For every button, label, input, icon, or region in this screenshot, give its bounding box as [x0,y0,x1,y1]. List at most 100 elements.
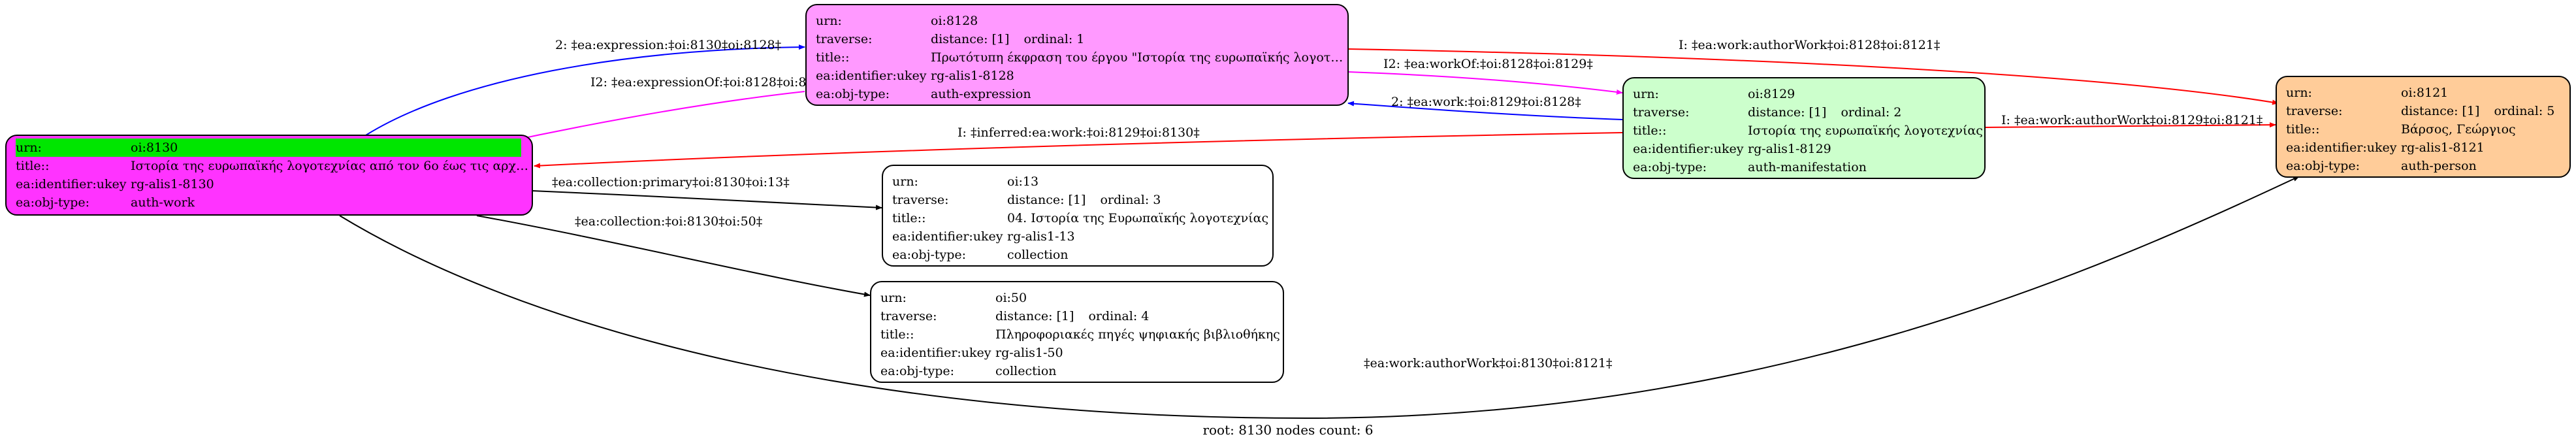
title-value: 04. Ιστορία της Ευρωπαϊκής λογοτεχνίας [1007,211,1269,225]
urn-value: oi:13 [1007,174,1039,189]
ukey-label: ea:identifier:ukey [892,229,1003,244]
distance-value: distance: [1] [2401,104,2480,118]
node-8129[interactable]: urn: oi:8129 traverse: distance: [1]ordi… [1622,77,1986,179]
edge-e10-label: ‡ea:work:authorWork‡oi:8130‡oi:8121‡ [1364,356,1612,370]
edge-e2-label: I2: ‡ea:expressionOf:‡oi:8128‡oi:8130‡ [590,75,836,90]
edge-e6-line [534,132,1623,169]
node-50-ukey-row: ea:identifier:ukey rg-alis1-50 [871,344,1283,362]
node-50[interactable]: urn: oi:50 traverse: distance: [1] ordina… [870,281,1284,383]
title-value: Βάρσος, Γεώργιος [2401,122,2516,137]
node-8121-title-row: title:: Βάρσος, Γεώργιος [2277,120,2569,139]
node-8130-title-row: title:: Ιστορία της ευρωπαϊκής λογοτεχνί… [7,157,532,175]
title-label: title:: [816,50,850,65]
edge-e9-line [476,215,871,297]
node-13-ukey-row: ea:identifier:ukey rg-alis1-13 [883,227,1272,246]
type-label: ea:obj-type: [816,87,890,101]
node-8128-type-row: ea:obj-type: auth-expression [807,85,1347,103]
type-value: collection [1007,248,1069,262]
node-13-title-row: title:: 04. Ιστορία της Ευρωπαϊκής λογοτ… [883,209,1272,227]
ukey-value: rg-alis1-8121 [2401,140,2485,155]
distance-value: distance: [1] [1007,193,1086,207]
traverse-label: traverse: [2286,104,2343,118]
edge-e3-line [1347,48,2279,105]
edge-e8-label: ‡ea:collection:primary‡oi:8130‡oi:13‡ [552,175,790,189]
node-8128[interactable]: urn: oi:8128 traverse: distance: [1]ordi… [805,4,1349,106]
ukey-label: ea:identifier:ukey [880,346,991,360]
edge-e10-line [339,176,2300,419]
node-8129-urn-row: urn: oi:8129 [1624,85,1984,103]
urn-value: oi:8129 [1748,87,1795,101]
node-50-title-row: title:: Πληροφοριακές πηγές ψηφιακής βιβ… [871,325,1283,344]
urn-value: oi:8130 [131,140,178,155]
urn-value: oi:50 [995,291,1027,305]
type-value: auth-expression [931,87,1031,101]
edge-e4-line [1347,71,1623,95]
ukey-label: ea:identifier:ukey [16,177,127,191]
node-8128-traverse-row: traverse: distance: [1]ordinal: 1 [807,30,1347,48]
edge-e1-label: 2: ‡ea:expression:‡oi:8130‡oi:8128‡ [555,38,781,52]
type-label: ea:obj-type: [892,248,967,262]
edge-e8-line [532,190,882,210]
ordinal-value: ordinal: 4 [1088,309,1150,323]
type-label: ea:obj-type: [880,364,955,378]
type-value: auth-work [131,195,195,210]
title-label: title:: [892,211,926,225]
node-8128-urn-row: urn: oi:8128 [807,12,1347,30]
type-value: auth-person [2401,159,2477,173]
distance-value: distance: [1] [1748,105,1827,120]
urn-label: urn: [1633,87,1659,101]
traverse-label: traverse: [816,32,873,46]
urn-label: urn: [816,14,842,28]
ukey-value: rg-alis1-13 [1007,229,1075,244]
node-8121-ukey-row: ea:identifier:ukey rg-alis1-8121 [2277,139,2569,157]
distance-value: distance: [1] [931,32,1010,46]
urn-value: oi:8121 [2401,86,2449,100]
urn-label: urn: [880,291,907,305]
ukey-value: rg-alis1-50 [995,346,1063,360]
ukey-value: rg-alis1-8128 [931,69,1014,83]
node-13-type-row: ea:obj-type: collection [883,246,1272,264]
node-8129-ukey-row: ea:identifier:ukey rg-alis1-8129 [1624,140,1984,158]
type-value: auth-manifestation [1748,160,1867,174]
ukey-value: rg-alis1-8130 [131,177,214,191]
type-label: ea:obj-type: [16,195,90,210]
node-50-type-row: ea:obj-type: collection [871,362,1283,380]
distance-value: distance: [1] [995,309,1074,323]
node-13[interactable]: urn: oi:13 traverse: distance: [1]ordina… [882,165,1274,267]
node-8121-type-row: ea:obj-type: auth-person [2277,157,2569,175]
node-8121-urn-row: urn: oi:8121 [2277,84,2569,102]
node-8130[interactable]: urn: oi:8130 title:: Ιστορία της ευρωπαϊ… [5,135,533,216]
node-8121[interactable]: urn: oi:8121 traverse: distance: [1]ordi… [2276,76,2571,178]
title-value: Ιστορία της ευρωπαϊκής λογοτεχνίας [1748,123,1983,138]
node-8129-traverse-row: traverse: distance: [1]ordinal: 2 [1624,103,1984,122]
edge-e7-label: I: ‡ea:work:authorWork‡oi:8129‡oi:8121‡ [2001,113,2262,127]
traverse-label: traverse: [880,309,937,323]
title-value: Ιστορία της ευρωπαϊκής λογοτεχνίας από τ… [131,159,532,173]
urn-label: urn: [16,140,42,155]
edge-e1-line [365,44,805,136]
type-label: ea:obj-type: [2286,159,2360,173]
node-8121-traverse-row: traverse: distance: [1]ordinal: 5 [2277,102,2569,120]
edge-e6-label: I: ‡inferred:ea:work:‡oi:8129‡oi:8130‡ [958,125,1200,140]
title-value: Πρωτότυπη έκφραση του έργου "Ιστορία της… [931,50,1347,65]
title-label: title:: [880,327,914,342]
node-8130-urn-row: urn: oi:8130 [7,139,532,157]
node-8128-title-row: title:: Πρωτότυπη έκφραση του έργου "Ιστ… [807,48,1347,67]
node-8130-type-row: ea:obj-type: auth-work [7,193,532,212]
ordinal-value: ordinal: 3 [1100,193,1161,207]
ukey-value: rg-alis1-8129 [1748,142,1831,156]
urn-label: urn: [2286,86,2312,100]
title-label: title:: [16,159,50,173]
urn-value: oi:8128 [931,14,978,28]
type-value: collection [995,364,1057,378]
node-50-urn-row: urn: oi:50 [871,289,1283,307]
ukey-label: ea:identifier:ukey [1633,142,1744,156]
edge-e5-line [1347,101,1623,120]
title-label: title:: [1633,123,1667,138]
node-8129-title-row: title:: Ιστορία της ευρωπαϊκής λογοτεχνί… [1624,122,1984,140]
graph-footer: root: 8130 nodes count: 6 [1202,422,1374,438]
edge-e7-line [1984,122,2276,128]
node-50-traverse-row: traverse: distance: [1] ordinal: 4 [871,307,1283,325]
edge-e5-label: 2: ‡ea:work:‡oi:8129‡oi:8128‡ [1391,95,1581,109]
